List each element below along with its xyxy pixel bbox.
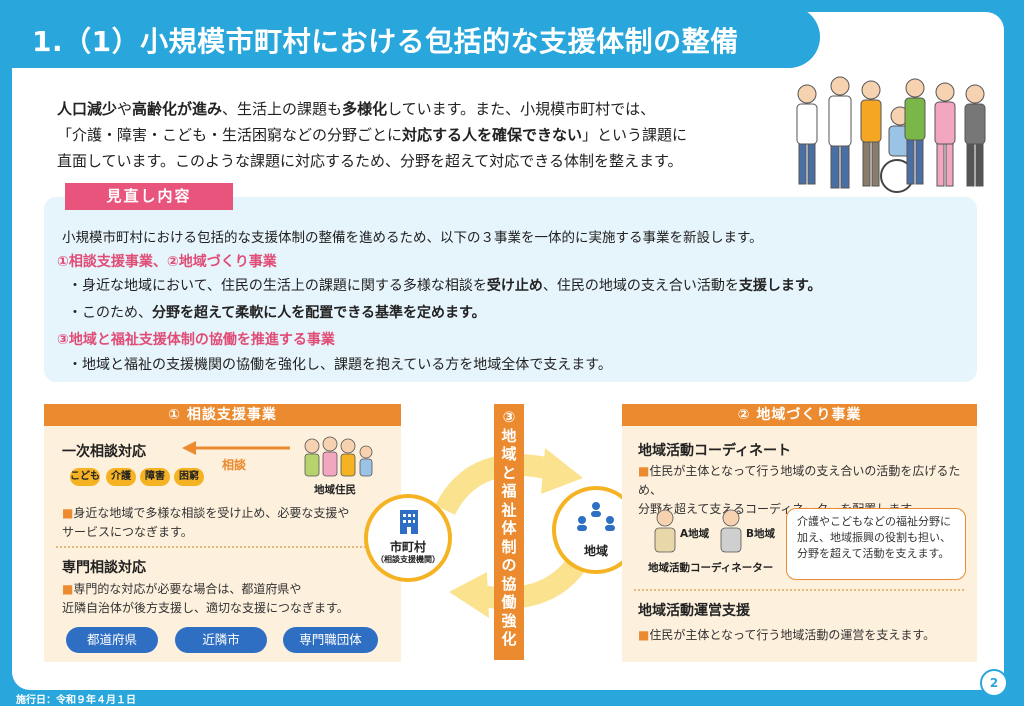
primary-consultation-title: 一次相談対応 — [62, 444, 146, 460]
primary-consultation-desc: ■身近な地域で多様な相談を受け止め、必要な支援やサービスにつなぎます。 — [62, 506, 350, 539]
cycle-arrows — [435, 448, 595, 618]
review-bullet-3: ・地域と福祉の支援機関の協働を強化し、課題を抱えている方を地域全体で支えます。 — [68, 357, 612, 373]
building-icon — [400, 510, 418, 534]
operations-title: 地域活動運営支援 — [638, 603, 750, 619]
region-label: 地域 — [583, 544, 608, 558]
review-bullet-1: ・身近な地域において、住民の生活上の課題に関する多様な相談を受け止め、住民の地域… — [68, 278, 822, 294]
area-a-label: A地域 — [680, 528, 710, 540]
arrow-left-icon — [182, 441, 290, 455]
collaboration-vertical-label: ③ 地 域 と 福 祉 体 制 の 協 働 強 化 — [494, 404, 524, 660]
page-number: 2 — [980, 669, 1008, 697]
pill-neighbor-city: 近隣市 — [175, 627, 267, 653]
city-label: 市町村 — [389, 540, 426, 554]
review-box — [44, 197, 977, 382]
community-icon — [577, 502, 615, 531]
review-head-2: ③地域と福祉支援体制の協働を推進する事業 — [57, 332, 335, 348]
specialist-consultation-title: 専門相談対応 — [62, 560, 146, 576]
tag-care: 介護 — [106, 468, 136, 486]
pill-professional-groups: 専門職団体 — [283, 627, 378, 653]
coordination-desc: ■住民が主体となって行う地域の支え合いの活動を広げるため、分野を超えて支えるコー… — [638, 464, 961, 516]
consultation-panel-head: ① 相談支援事業 — [44, 404, 401, 426]
coordinator-label: 地域活動コーディネーター — [648, 562, 774, 574]
operations-desc: ■住民が主体となって行う地域活動の運営を支えます。 — [638, 628, 936, 642]
coordinator-speech-bubble: 介護やこどもなどの福祉分野に加え、地域振興の役割も担い、分野を超えて活動を支えま… — [786, 508, 966, 580]
review-tab: 見直し内容 — [65, 183, 233, 210]
community-panel-head: ② 地域づくり事業 — [622, 404, 977, 426]
review-lead: 小規模市町村における包括的な支援体制の整備を進めるため、以下の３事業を一体的に実… — [62, 230, 763, 246]
specialist-consultation-desc: ■専門的な対応が必要な場合は、都道府県や近隣自治体が後方支援し、適切な支援につな… — [62, 582, 349, 615]
care-workers-illustration — [796, 76, 986, 193]
area-b-label: B地域 — [746, 528, 776, 540]
coordinator-b-icon — [720, 509, 742, 553]
page-title: 1.（1）小規模市町村における包括的な支援体制の整備 — [32, 25, 739, 58]
intro-text: 人口減少や高齢化が進み、生活上の課題も多様化しています。また、小規模市町村では、… — [57, 100, 688, 170]
consult-arrow-label: 相談 — [222, 458, 247, 472]
pill-prefecture: 都道府県 — [66, 627, 158, 653]
city-circle: 市町村 （相談支援機関） — [364, 494, 452, 582]
effective-date: 施行日：令和９年４月１日 — [16, 695, 136, 706]
tag-kids: こども — [70, 468, 100, 486]
residents-label: 地域住民 — [314, 484, 356, 496]
title-bar — [0, 6, 820, 68]
review-head-1: ①相談支援事業、②地域づくり事業 — [57, 254, 277, 270]
tag-disability: 障害 — [140, 468, 170, 486]
city-sublabel: （相談支援機関） — [376, 555, 440, 564]
coordinator-a-icon — [654, 509, 676, 553]
review-bullet-2: ・このため、分野を超えて柔軟に人を配置できる基準を定めます。 — [68, 305, 486, 321]
tag-poverty: 困窮 — [174, 468, 204, 486]
coordination-title: 地域活動コーディネート — [638, 443, 792, 459]
residents-icon — [304, 436, 373, 477]
divider — [634, 589, 964, 591]
divider — [56, 546, 390, 548]
